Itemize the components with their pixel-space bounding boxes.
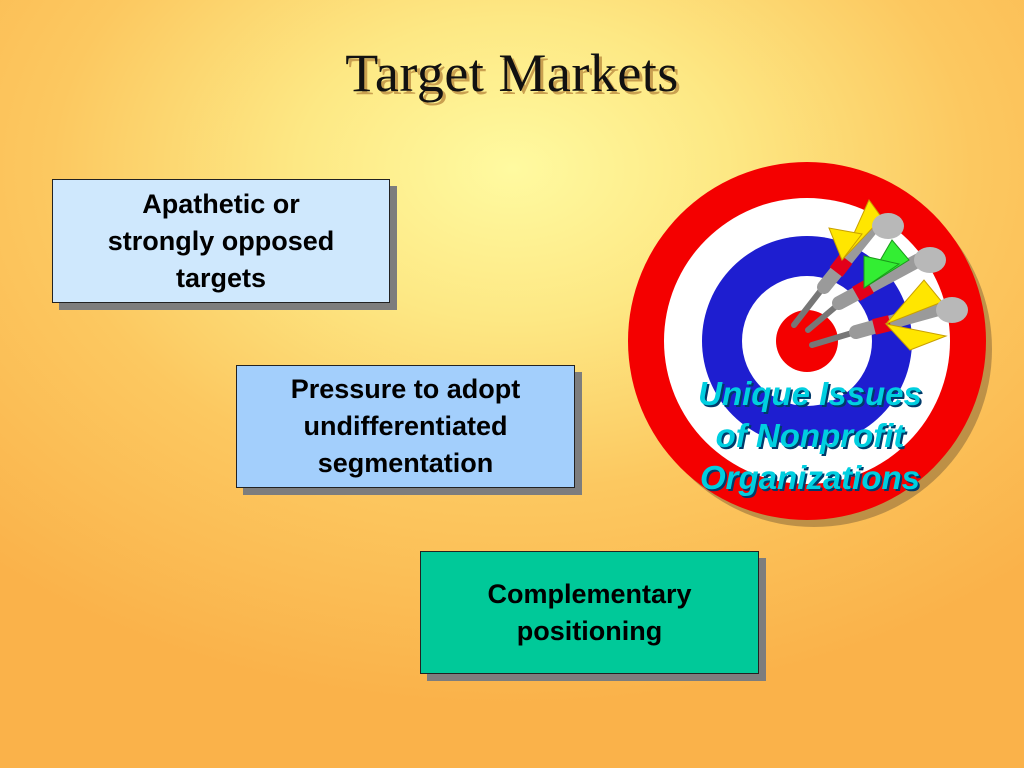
text-box-complementary-positioning: Complementary positioning	[420, 551, 759, 674]
caption-line: Organizations	[699, 459, 921, 496]
slide-title: Target Markets	[345, 43, 679, 103]
text-line: segmentation	[317, 448, 494, 478]
text-box-content: Complementary positioning	[487, 576, 691, 650]
dart-icon	[805, 239, 946, 333]
text-box-content: Pressure to adopt undifferentiated segme…	[291, 371, 521, 482]
text-box-apathetic-targets: Apathetic or strongly opposed targets	[52, 179, 390, 303]
text-line: Apathetic or	[142, 188, 300, 219]
text-box-undifferentiated-segmentation: Pressure to adopt undifferentiated segme…	[236, 365, 575, 488]
dart-icon	[809, 279, 968, 351]
text-line: strongly opposed	[107, 225, 335, 256]
bullseye-target-icon	[628, 162, 992, 527]
text-line: targets	[175, 262, 266, 293]
text-line: Pressure to adopt	[290, 374, 521, 404]
text-line: undifferentiated	[303, 411, 508, 441]
text-line: Complementary	[487, 578, 692, 609]
text-line: positioning	[516, 615, 663, 646]
caption-line: Unique Issues	[698, 375, 922, 412]
text-box-content: Apathetic or strongly opposed targets	[108, 186, 335, 297]
dart-icon	[791, 199, 904, 328]
target-caption: Unique Issues of Nonprofit Organizations	[660, 373, 960, 499]
caption-line: of Nonprofit	[715, 417, 905, 454]
